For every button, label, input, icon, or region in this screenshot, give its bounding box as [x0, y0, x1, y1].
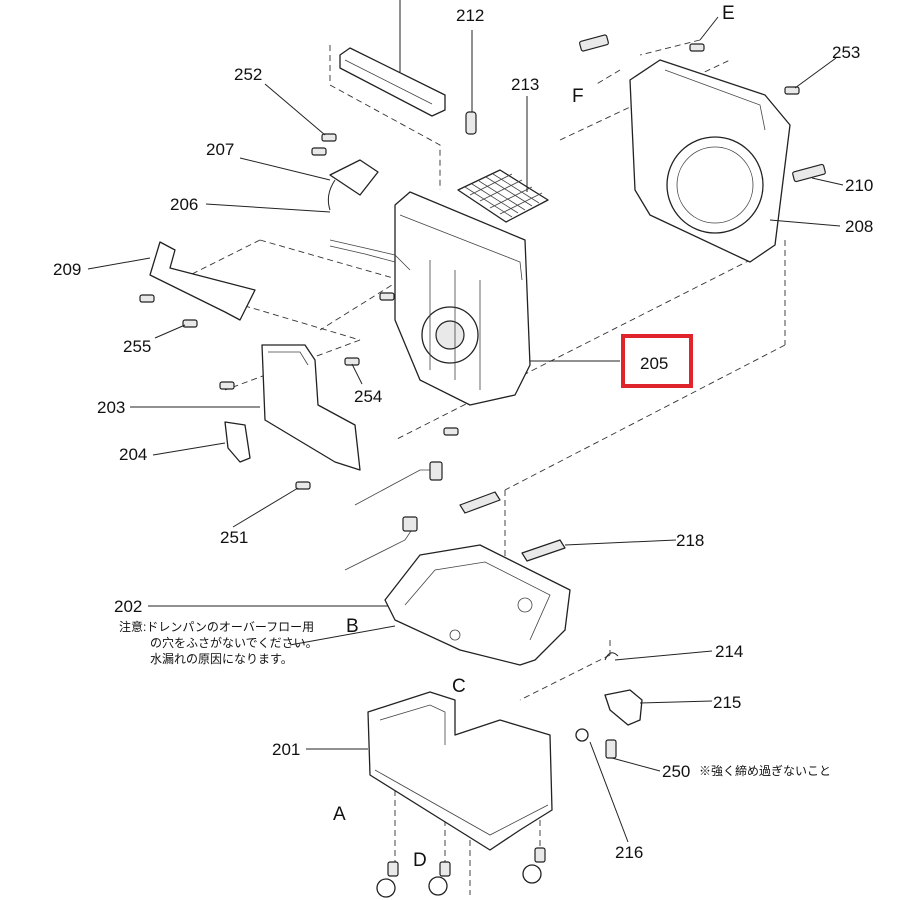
float-switch-parts — [575, 652, 643, 759]
letter-b: B — [346, 616, 359, 637]
label-254: 254 — [354, 387, 382, 406]
screw-parts — [139, 43, 800, 490]
label-206: 206 — [170, 195, 198, 214]
screw-212-part — [465, 111, 477, 135]
letter-c: C — [452, 676, 466, 697]
cap-part — [224, 421, 251, 463]
caster-1 — [376, 861, 399, 898]
label-215: 215 — [713, 693, 741, 712]
letter-e: E — [722, 3, 735, 24]
bracket-209-part — [149, 241, 256, 321]
terminal-clip-parts — [459, 491, 566, 562]
label-207: 207 — [206, 140, 234, 159]
label-209: 209 — [53, 260, 81, 279]
drain-pan-part — [384, 544, 571, 666]
leader-lines — [87, 0, 844, 843]
filter-mesh-part — [457, 169, 549, 223]
part-labels: 212 213 252 207 206 209 255 203 204 251 … — [53, 6, 873, 862]
drain-note-line-3: 水漏れの原因になります。 — [150, 652, 293, 666]
wiring-harness-part — [329, 239, 411, 271]
label-205: 205 — [640, 354, 668, 373]
label-204: 204 — [119, 445, 147, 464]
letter-f: F — [572, 86, 584, 107]
top-handle-part — [339, 47, 446, 117]
base-frame-part — [367, 691, 553, 851]
side-cover-part — [261, 344, 361, 471]
label-208: 208 — [845, 217, 873, 236]
label-214: 214 — [715, 642, 743, 661]
screw-note: ※強く締め過ぎないこと — [699, 763, 831, 778]
label-253: 253 — [832, 43, 860, 62]
highlight-box-205 — [621, 334, 693, 388]
sensor-cable-part — [344, 461, 443, 571]
label-212: 212 — [456, 6, 484, 25]
fan-casing-part — [629, 59, 791, 263]
label-210: 210 — [845, 176, 873, 195]
letter-a: A — [333, 804, 346, 825]
label-203: 203 — [97, 398, 125, 417]
label-252: 252 — [234, 65, 262, 84]
label-250: 250 — [662, 762, 690, 781]
fan-housing-part — [394, 191, 531, 406]
label-216: 216 — [615, 843, 643, 862]
caster-parts — [376, 847, 546, 898]
motor-part — [327, 159, 379, 211]
drain-note-line-1: 注意:ドレンパンのオーバーフロー用 — [119, 619, 314, 634]
connection-letters: E F B C A D — [333, 3, 735, 871]
notes: 注意:ドレンパンのオーバーフロー用 の穴をふさがないでください。 水漏れの原因に… — [119, 619, 831, 778]
label-213: 213 — [511, 75, 539, 94]
clip-parts — [579, 34, 826, 183]
label-201: 201 — [272, 740, 300, 759]
label-202: 202 — [114, 597, 142, 616]
caster-2 — [428, 861, 451, 896]
caster-3 — [522, 847, 546, 884]
letter-d: D — [413, 850, 427, 871]
label-251: 251 — [220, 528, 248, 547]
label-218: 218 — [676, 531, 704, 550]
drain-note-line-2: の穴をふさがないでください。 — [150, 635, 318, 650]
label-255: 255 — [123, 337, 151, 356]
